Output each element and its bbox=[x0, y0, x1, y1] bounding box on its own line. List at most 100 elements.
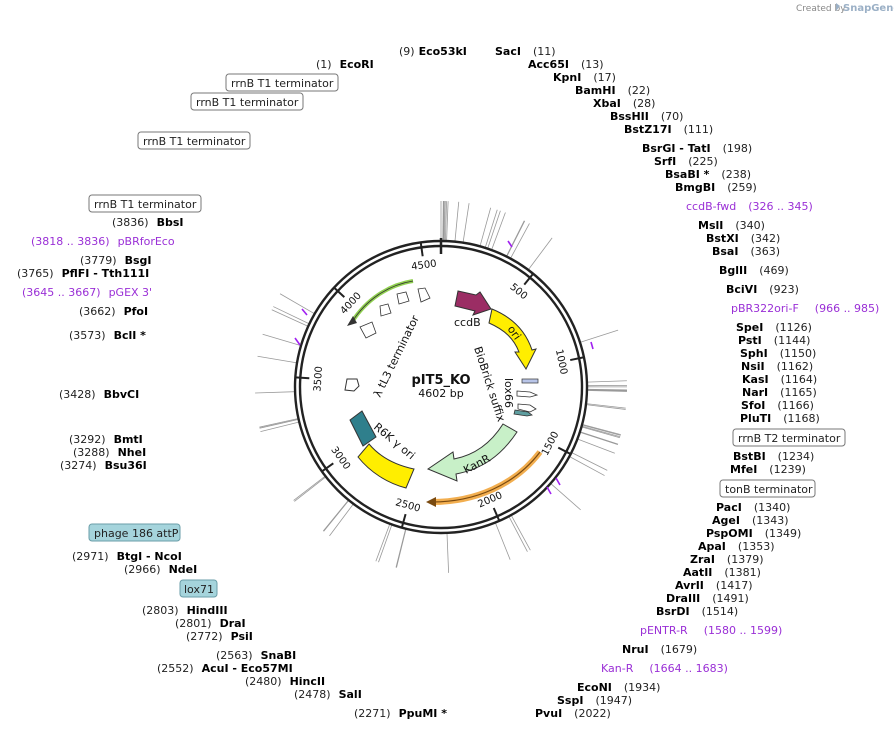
svg-text:(9)Eco53kI: (9)Eco53kI bbox=[399, 45, 467, 58]
rrnB-T1-box-4: rrnB T1 terminator bbox=[88, 194, 202, 213]
left-site-labels: (1)EcoRI (3836)BbsI (3818 .. 3836)pBRfor… bbox=[17, 58, 447, 720]
svg-text:SspI(1947): SspI(1947) bbox=[557, 694, 632, 707]
svg-text:(3662)PfoI: (3662)PfoI bbox=[79, 305, 148, 318]
guide-line bbox=[462, 203, 470, 243]
guide-line bbox=[259, 418, 299, 429]
tonB-terminator-box: tonB terminator bbox=[719, 479, 816, 498]
svg-text:(2803)HindIII: (2803)HindIII bbox=[142, 604, 228, 617]
phage-186-attP-box: phage 186 attP bbox=[88, 523, 181, 542]
guide-line bbox=[579, 329, 619, 343]
guide-line bbox=[585, 404, 626, 410]
svg-text:rrnB T2 terminator: rrnB T2 terminator bbox=[738, 432, 841, 445]
svg-text:pENTR-R(1580 .. 1599): pENTR-R(1580 .. 1599) bbox=[640, 624, 782, 637]
guide-line bbox=[260, 421, 300, 433]
svg-text:(3292)BmtI: (3292)BmtI bbox=[69, 433, 143, 446]
svg-text:NsiI(1162): NsiI(1162) bbox=[741, 360, 813, 373]
svg-text:XbaI(28): XbaI(28) bbox=[593, 97, 655, 110]
svg-text:SphI(1150): SphI(1150) bbox=[740, 347, 816, 360]
tick-mark bbox=[419, 242, 424, 257]
svg-text:(2563)SnaBI: (2563)SnaBI bbox=[216, 649, 296, 662]
guide-line bbox=[444, 201, 447, 242]
rrnB-T2-box: rrnB T2 terminator bbox=[732, 428, 846, 447]
svg-text:(3818 .. 3836)pBRforEco: (3818 .. 3836)pBRforEco bbox=[31, 235, 175, 248]
guide-line bbox=[569, 456, 605, 476]
svg-text:MslI(340): MslI(340) bbox=[698, 219, 765, 232]
rrnB-T1-box-2: rrnB T1 terminator bbox=[190, 92, 304, 111]
svg-text:(3645 .. 3667)pGEX 3': (3645 .. 3667)pGEX 3' bbox=[22, 286, 152, 299]
svg-text:lox71: lox71 bbox=[184, 583, 214, 596]
svg-text:BamHI(22): BamHI(22) bbox=[575, 84, 650, 97]
guide-line bbox=[577, 438, 615, 454]
orange-highlight-arc bbox=[426, 450, 543, 507]
svg-text:(3765)PflFI - Tth111I: (3765)PflFI - Tth111I bbox=[17, 267, 149, 280]
guide-line bbox=[442, 201, 445, 242]
guide-line bbox=[550, 483, 581, 511]
guide-line bbox=[586, 390, 627, 392]
svg-text:BmgBI(259): BmgBI(259) bbox=[675, 181, 757, 194]
svg-text:ZraI(1379): ZraI(1379) bbox=[690, 553, 764, 566]
svg-text:BsrDI(1514): BsrDI(1514) bbox=[656, 605, 738, 618]
svg-text:(3836)BbsI: (3836)BbsI bbox=[112, 216, 183, 229]
svg-text:PspOMI(1349): PspOMI(1349) bbox=[706, 527, 801, 540]
tick-mark bbox=[492, 507, 501, 522]
tick-mark bbox=[333, 286, 345, 298]
guide-line bbox=[527, 237, 553, 271]
svg-text:(3428)BbvCI: (3428)BbvCI bbox=[59, 388, 139, 401]
label-guide-lines bbox=[255, 201, 628, 573]
guide-line bbox=[273, 306, 310, 325]
svg-text:KpnI(17): KpnI(17) bbox=[553, 71, 616, 84]
svg-text:PacI(1340): PacI(1340) bbox=[716, 501, 790, 514]
svg-text:tonB terminator: tonB terminator bbox=[725, 483, 813, 496]
rrnB-T1-box-1: rrnB T1 terminator bbox=[225, 73, 339, 92]
ori-arrow bbox=[488, 308, 537, 371]
svg-text:(2801)DraI: (2801)DraI bbox=[175, 617, 246, 630]
tick-mark bbox=[557, 446, 572, 455]
tick-label: 4500 bbox=[411, 258, 438, 272]
guide-line bbox=[571, 452, 608, 471]
svg-text:PstI(1144): PstI(1144) bbox=[738, 334, 810, 347]
svg-text:BciVI(923): BciVI(923) bbox=[726, 283, 799, 296]
ccdB-label: ccdB bbox=[454, 316, 481, 329]
guide-line bbox=[322, 499, 349, 532]
svg-text:(2966)NdeI: (2966)NdeI bbox=[124, 563, 197, 576]
guide-line bbox=[484, 209, 498, 248]
guide-line bbox=[294, 476, 327, 502]
lambda-terminator-arrow bbox=[344, 378, 360, 392]
svg-text:(2971)BtgI - NcoI: (2971)BtgI - NcoI bbox=[72, 550, 182, 563]
svg-text:MfeI(1239): MfeI(1239) bbox=[730, 463, 806, 476]
tick-mark bbox=[523, 273, 534, 286]
tick-mark bbox=[295, 376, 310, 380]
guide-line bbox=[581, 424, 621, 436]
svg-text:ApaI(1353): ApaI(1353) bbox=[698, 540, 774, 553]
guide-line bbox=[446, 532, 450, 573]
guide-line bbox=[586, 403, 626, 409]
guide-line bbox=[586, 380, 627, 383]
svg-text:BsaBI *(238): BsaBI *(238) bbox=[665, 168, 751, 181]
KanR-arrow bbox=[426, 423, 518, 482]
svg-text:(1)EcoRI: (1)EcoRI bbox=[316, 58, 374, 71]
tick-label: 1000 bbox=[553, 348, 569, 375]
svg-text:PluTI(1168): PluTI(1168) bbox=[740, 412, 820, 425]
svg-text:BssHII(70): BssHII(70) bbox=[610, 110, 683, 123]
svg-text:DraIII(1491): DraIII(1491) bbox=[666, 592, 749, 605]
svg-text:SrfI(225): SrfI(225) bbox=[654, 155, 718, 168]
guide-line bbox=[257, 355, 298, 364]
credit-brand: SnapGene bbox=[843, 3, 894, 14]
guide-line bbox=[579, 431, 618, 445]
svg-text:BstBI(1234): BstBI(1234) bbox=[733, 450, 814, 463]
svg-text:(3274)Bsu36I: (3274)Bsu36I bbox=[60, 459, 147, 472]
svg-text:phage 186 attP: phage 186 attP bbox=[94, 527, 179, 540]
lox-marker bbox=[513, 390, 539, 417]
credit-text: Created by bbox=[796, 4, 846, 14]
svg-text:Acc65I(13): Acc65I(13) bbox=[528, 58, 604, 71]
svg-text:BstZ17I(111): BstZ17I(111) bbox=[624, 123, 713, 136]
right-site-labels: (9)Eco53kI SacI(11) Acc65I(13) KpnI(17) … bbox=[399, 45, 879, 720]
guide-line bbox=[329, 503, 354, 537]
guide-line bbox=[582, 423, 621, 435]
svg-text:(2480)HincII: (2480)HincII bbox=[245, 675, 325, 688]
svg-text:AgeI(1343): AgeI(1343) bbox=[712, 514, 789, 527]
tick-label: 3500 bbox=[312, 366, 325, 392]
tick-label: 3000 bbox=[328, 445, 352, 472]
svg-text:SacI(11): SacI(11) bbox=[495, 45, 556, 58]
